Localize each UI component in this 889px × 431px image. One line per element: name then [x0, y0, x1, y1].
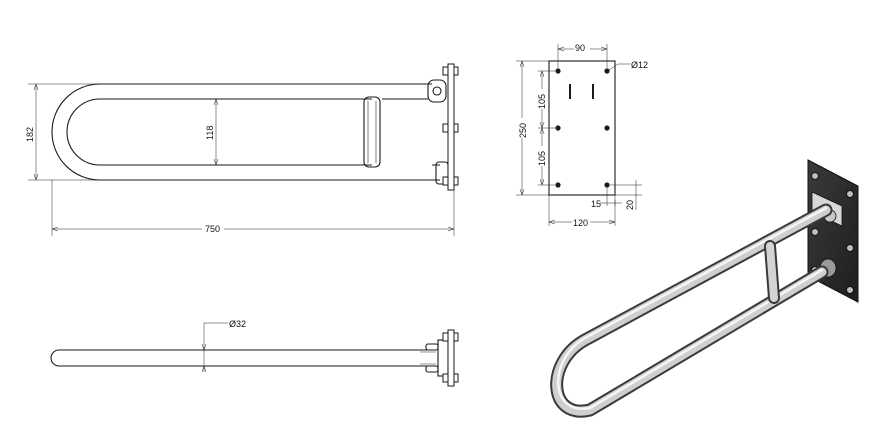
dim-label-182: 182	[25, 127, 35, 142]
dim-overall-length: 750	[51, 180, 455, 236]
dim-label-tube-diameter: Ø32	[229, 319, 246, 329]
dim-tube-diameter: Ø32	[201, 319, 246, 373]
top-tube	[50, 349, 436, 367]
dim-plate-height: 250	[516, 60, 549, 196]
dim-label-120: 120	[573, 218, 588, 228]
dim-plate-width: 120	[548, 195, 616, 228]
dim-label-hole-diameter: Ø12	[631, 60, 648, 70]
dim-label-20: 20	[625, 200, 635, 210]
dim-hole-spacing-y: 105 105	[537, 70, 555, 186]
dim-hole-spacing-x: 90	[557, 43, 608, 68]
front-inner-tube	[66, 98, 372, 166]
front-wall-plate	[447, 63, 455, 191]
top-plate-bolts	[442, 332, 459, 383]
front-vertical-grip	[363, 96, 381, 168]
front-hinge-bracket	[427, 79, 447, 103]
top-view: Ø32	[50, 319, 459, 387]
dim-label-118: 118	[205, 126, 215, 140]
dim-label-15: 15	[591, 199, 601, 209]
dim-edge-offset-x: 15	[591, 188, 622, 209]
iso-tube	[552, 205, 831, 416]
front-plate-bolts	[442, 66, 459, 186]
dim-inner-height: 118	[205, 98, 219, 166]
plate-holes	[555, 68, 610, 188]
dim-front-height: 182	[25, 83, 100, 181]
dim-edge-offset-y: 20	[610, 180, 642, 210]
iso-tube-outline	[550, 203, 833, 418]
dim-label-250: 250	[518, 123, 528, 138]
plate-slots	[569, 84, 594, 99]
dim-label-105-lower: 105	[537, 151, 547, 166]
front-hinge-pivot	[432, 86, 442, 96]
dim-label-90: 90	[575, 43, 585, 53]
front-outer-tube	[51, 83, 432, 181]
dim-hole-diameter: Ø12	[608, 60, 648, 71]
plate-view: 90 Ø12 250 105 105 120	[516, 43, 648, 228]
top-wall-plate	[447, 329, 455, 387]
front-view: 182 118 750	[25, 63, 459, 236]
isometric-view	[550, 159, 859, 418]
dim-label-750: 750	[205, 224, 220, 234]
top-bracket	[437, 339, 449, 377]
dim-label-105-upper: 105	[537, 94, 547, 109]
